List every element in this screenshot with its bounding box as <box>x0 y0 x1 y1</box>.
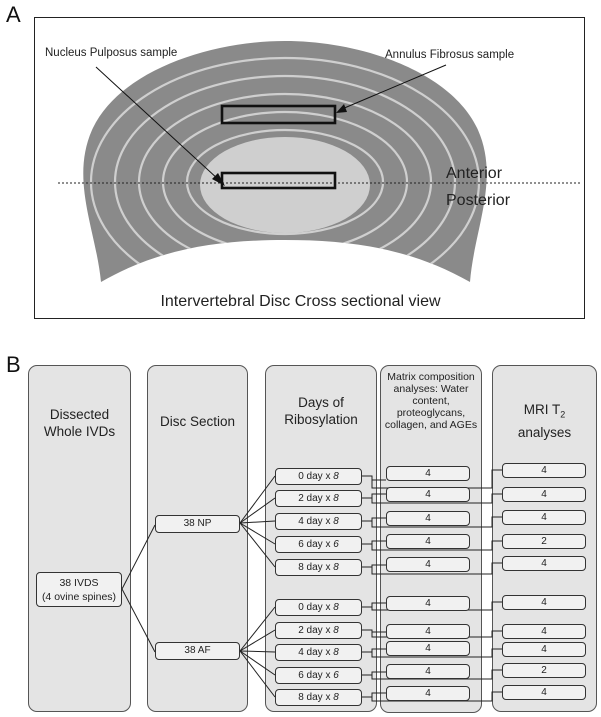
np-day-box: 0 day x 8 <box>275 468 362 485</box>
af-day-box: 0 day x 8 <box>275 599 362 616</box>
np-day-box: 4 day x 8 <box>275 513 362 530</box>
af-matrix-box: 4 <box>386 641 470 656</box>
af-section-box: 38 AF <box>155 642 240 660</box>
af-mri-box: 4 <box>502 595 586 610</box>
af-day-box: 8 day x 8 <box>275 689 362 706</box>
af-mri-box: 4 <box>502 685 586 700</box>
anterior-label: Anterior <box>446 165 503 182</box>
np-matrix-box: 4 <box>386 557 470 572</box>
af-sample-label: Annulus Fibrosus sample <box>385 49 515 61</box>
ivds-source: (4 ovine spines) <box>41 591 117 603</box>
np-matrix-box: 4 <box>386 466 470 481</box>
af-day-box: 2 day x 8 <box>275 622 362 639</box>
panel-b-letter: B <box>6 352 21 377</box>
mri-title-main: MRI T <box>523 402 561 417</box>
af-matrix-box: 4 <box>386 596 470 611</box>
np-mri-box: 4 <box>502 487 586 502</box>
af-mri-box: 4 <box>502 642 586 657</box>
disc-cross-section-drawing <box>58 41 580 282</box>
column-dissected-ivds: Dissected Whole IVDs <box>28 365 131 712</box>
af-sample-rect <box>220 104 337 125</box>
np-mri-box: 2 <box>502 534 586 549</box>
mri-title-tail: analyses <box>517 424 572 440</box>
ivds-count: 38 IVDS <box>59 577 99 589</box>
np-day-box: 2 day x 8 <box>275 490 362 507</box>
np-day-box: 8 day x 8 <box>275 559 362 576</box>
np-mri-box: 4 <box>502 510 586 525</box>
column-title: Dissected Whole IVDs <box>43 407 116 439</box>
ivds-box: 38 IVDS (4 ovine spines) <box>36 572 122 607</box>
column-title: Days of Ribosylation <box>284 395 358 427</box>
posterior-label: Posterior <box>446 192 511 209</box>
np-matrix-box: 4 <box>386 487 470 502</box>
np-matrix-box: 4 <box>386 534 470 549</box>
np-day-box: 6 day x 6 <box>275 536 362 553</box>
np-arrow <box>95 66 220 181</box>
mri-title-subscript: 2 <box>560 409 566 420</box>
column-title: Disc Section <box>159 414 236 429</box>
panel-a-frame <box>34 17 585 319</box>
af-mri-box: 4 <box>502 624 586 639</box>
af-matrix-box: 4 <box>386 686 470 701</box>
np-mri-box: 4 <box>502 463 586 478</box>
nucleus-pulposus <box>200 137 370 233</box>
af-day-box: 6 day x 6 <box>275 667 362 684</box>
np-matrix-box: 4 <box>386 511 470 526</box>
np-sample-label: Nucleus Pulposus sample <box>45 47 178 59</box>
af-day-box: 4 day x 8 <box>275 644 362 661</box>
column-title: MRI T2 analyses <box>493 401 596 441</box>
af-mri-box: 2 <box>502 663 586 678</box>
af-arrow <box>341 64 447 110</box>
panel-a-caption: Intervertebral Disc Cross sectional view <box>160 293 441 310</box>
np-section-box: 38 NP <box>155 515 240 533</box>
panel-a-letter: A <box>6 2 21 27</box>
af-matrix-box: 4 <box>386 664 470 679</box>
af-matrix-box: 4 <box>386 624 470 639</box>
column-title: Matrix composition analyses: Water conte… <box>384 371 478 431</box>
np-mri-box: 4 <box>502 556 586 571</box>
